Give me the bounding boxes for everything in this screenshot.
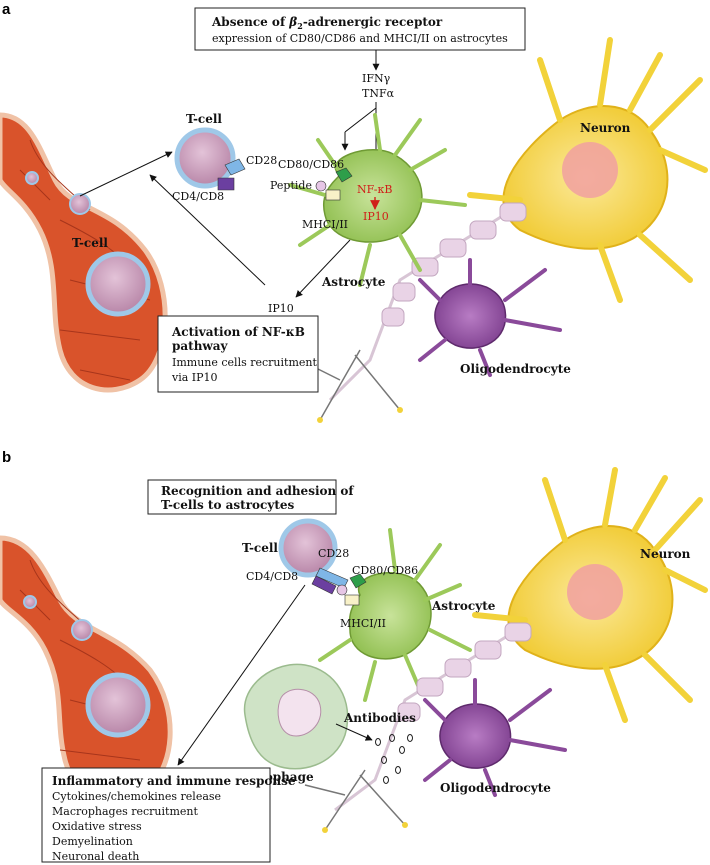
myelin-b-2: [475, 641, 501, 659]
panel-a-bottom-box: Activation of NF-κB pathway Immune cells…: [158, 316, 318, 392]
axon-b-terminals: [305, 770, 405, 830]
panel-a-top-box-title: Absence of β2-adrenergic receptor: [211, 15, 443, 31]
vessel-tcell-small-2: [70, 194, 90, 214]
oligodendrocyte-b: Oligodendrocyte: [425, 680, 565, 795]
panel-a-top-box-line2: expression of CD80/CD86 and MHCI/II on a…: [212, 32, 508, 45]
panel-b-bottom-box-title: Inflammatory and immune response: [52, 774, 296, 788]
astrocyte-a-label: Astrocyte: [321, 275, 386, 289]
antibody-icons: [376, 735, 413, 784]
response-item: Cytokines/chemokines release: [52, 790, 221, 803]
tcell-a: T-cell CD28 CD4/CD8: [172, 112, 277, 203]
panel-a-bottom-box-title1: Activation of NF-κB: [171, 325, 305, 339]
synapse-b-1: [322, 827, 328, 833]
oligodendrocyte-a: Oligodendrocyte: [420, 260, 571, 376]
cd4cd8-receptor-icon: [218, 178, 234, 190]
oligodendrocyte-a-label: Oligodendrocyte: [460, 362, 571, 376]
neuron-b-nucleus: [567, 564, 623, 620]
tcell-b: T-cell CD28 CD4/CD8: [242, 521, 349, 594]
response-item: Demyelination: [52, 835, 133, 848]
vessel-b-tcell-large: [88, 675, 148, 735]
arrow-cytokines-branch: [345, 108, 376, 132]
mhc-label-b: MHCI/II: [340, 617, 386, 630]
ip10-inner-label: IP10: [363, 210, 389, 223]
panel-b-bottom-box: Inflammatory and immune response Cytokin…: [42, 768, 296, 863]
astrocyte-b-label: Astrocyte: [431, 599, 496, 613]
tcell-a-label: T-cell: [186, 112, 222, 126]
astrocyte-a: NF-κB IP10 Astrocyte: [290, 115, 465, 289]
vessel-b-tcell-2: [72, 620, 92, 640]
ip10-label: IP10: [268, 302, 294, 315]
oligodendrocyte-b-label: Oligodendrocyte: [440, 781, 551, 795]
panel-b-top-box-line1: Recognition and adhesion of: [161, 484, 354, 498]
synapse-a-1: [317, 417, 323, 423]
astrocyte-b-body: [349, 573, 431, 659]
response-item: Neuronal death: [52, 850, 139, 863]
panel-a-letter: a: [2, 1, 11, 18]
peptide-b-icon: [337, 585, 347, 595]
myelin-b-1: [505, 623, 531, 641]
cd4cd8-label-b: CD4/CD8: [246, 570, 298, 583]
myelin-a-2: [470, 221, 496, 239]
blood-vessel-b: [0, 538, 170, 799]
synapse-a-2: [397, 407, 403, 413]
neuron-a: Neuron: [470, 40, 705, 300]
neuron-b-label: Neuron: [640, 547, 691, 561]
neuron-a-label: Neuron: [580, 121, 631, 135]
panel-a-bottom-box-title2: pathway: [172, 339, 229, 353]
peptide-label: Peptide: [270, 179, 312, 192]
vessel-tcell-small-1: [26, 172, 38, 184]
myelin-b-4: [417, 678, 443, 696]
panel-b-top-box-line2: T-cells to astrocytes: [161, 498, 294, 512]
response-item: Macrophages recruitment: [52, 805, 198, 818]
mhc-receptor-b-icon: [345, 595, 359, 605]
vessel-b-wall: [0, 538, 170, 799]
myelin-a-6: [382, 308, 404, 326]
myelin-a-5: [393, 283, 415, 301]
cd28-label-b: CD28: [318, 547, 349, 560]
cd4cd8-label-a: CD4/CD8: [172, 190, 224, 203]
macrophage: Macrophage Antibodies: [230, 664, 416, 784]
vessel-wall: [0, 115, 165, 390]
vessel-tcell-label: T-cell: [72, 236, 108, 250]
cd80cd86-label-a: CD80/CD86: [278, 158, 344, 171]
neuron-a-nucleus: [562, 142, 618, 198]
panel-a-top-box: Absence of β2-adrenergic receptor expres…: [195, 8, 525, 50]
blood-vessel-a: T-cell: [0, 115, 165, 390]
synapse-b-2: [402, 822, 408, 828]
myelin-b-3: [445, 659, 471, 677]
myelin-a-3: [440, 239, 466, 257]
myelin-a-1: [500, 203, 526, 221]
tcell-a-body: [177, 130, 233, 186]
nfkb-label: NF-κB: [357, 183, 392, 196]
tcell-b-label: T-cell: [242, 541, 278, 555]
panel-b-letter: b: [2, 449, 11, 466]
panel-a: a Absence of β2-adrenergic receptor expr…: [0, 1, 705, 423]
panel-a-bottom-box-line2: via IP10: [171, 371, 218, 384]
response-item: Oxidative stress: [52, 820, 142, 833]
cd28-label-a: CD28: [246, 154, 277, 167]
tnf-alpha-label: TNFα: [362, 87, 395, 100]
panel-a-bottom-box-line1: Immune cells recruitment: [172, 356, 317, 369]
panel-b-top-box: Recognition and adhesion of T-cells to a…: [148, 480, 354, 514]
ifn-gamma-label: IFNγ: [362, 72, 391, 85]
mhc-label-a: MHCI/II: [302, 218, 348, 231]
vessel-b-tcell-1: [24, 596, 36, 608]
panel-b: b Recognition and adhesion of T-cells to…: [0, 449, 705, 863]
cd80cd86-label-b: CD80/CD86: [352, 564, 418, 577]
peptide-icon: [316, 181, 326, 191]
vessel-tcell-large: [88, 254, 148, 314]
neuron-b: Neuron: [475, 470, 705, 720]
arrow-vessel-to-tcell: [80, 152, 172, 196]
astrocyte-a-receptors: CD80/CD86 Peptide MHCI/II: [270, 158, 352, 231]
mhc-receptor-icon: [326, 190, 340, 200]
antibodies-label: Antibodies: [343, 711, 416, 725]
